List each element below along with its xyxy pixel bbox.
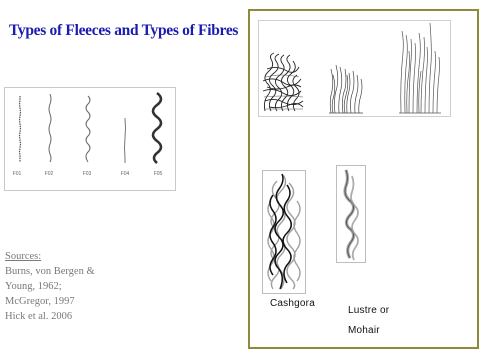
fibre-label: F02 xyxy=(45,171,54,177)
sources-block: Sources: Burns, von Bergen & Young, 1962… xyxy=(5,249,95,324)
fleece-locks-panel xyxy=(258,20,451,117)
fleece-locks-illustration xyxy=(259,21,450,116)
fibre-label: F01 xyxy=(13,171,22,177)
fibre-comparison-panel: F01 F02 F03 F04 F05 xyxy=(4,87,176,191)
mohair-fibre-box xyxy=(336,165,366,263)
source-line: McGregor, 1997 xyxy=(5,294,95,309)
slide-title: Types of Fleeces and Types of Fibres xyxy=(9,22,238,40)
cashgora-fibre-illustration xyxy=(263,171,305,293)
mohair-label: Mohair xyxy=(348,325,380,336)
sources-heading: Sources: xyxy=(5,249,95,264)
lustre-label: Lustre or xyxy=(348,305,389,316)
source-line: Burns, von Bergen & xyxy=(5,264,95,279)
fibre-label: F04 xyxy=(121,171,130,177)
cashgora-label: Cashgora xyxy=(270,298,315,309)
mohair-fibre-illustration xyxy=(337,166,365,262)
source-line: Young, 1962; xyxy=(5,279,95,294)
fibre-label: F03 xyxy=(83,171,92,177)
fibre-label: F05 xyxy=(154,171,163,177)
cashgora-fibre-box xyxy=(262,170,306,294)
source-line: Hick et al. 2006 xyxy=(5,309,95,324)
